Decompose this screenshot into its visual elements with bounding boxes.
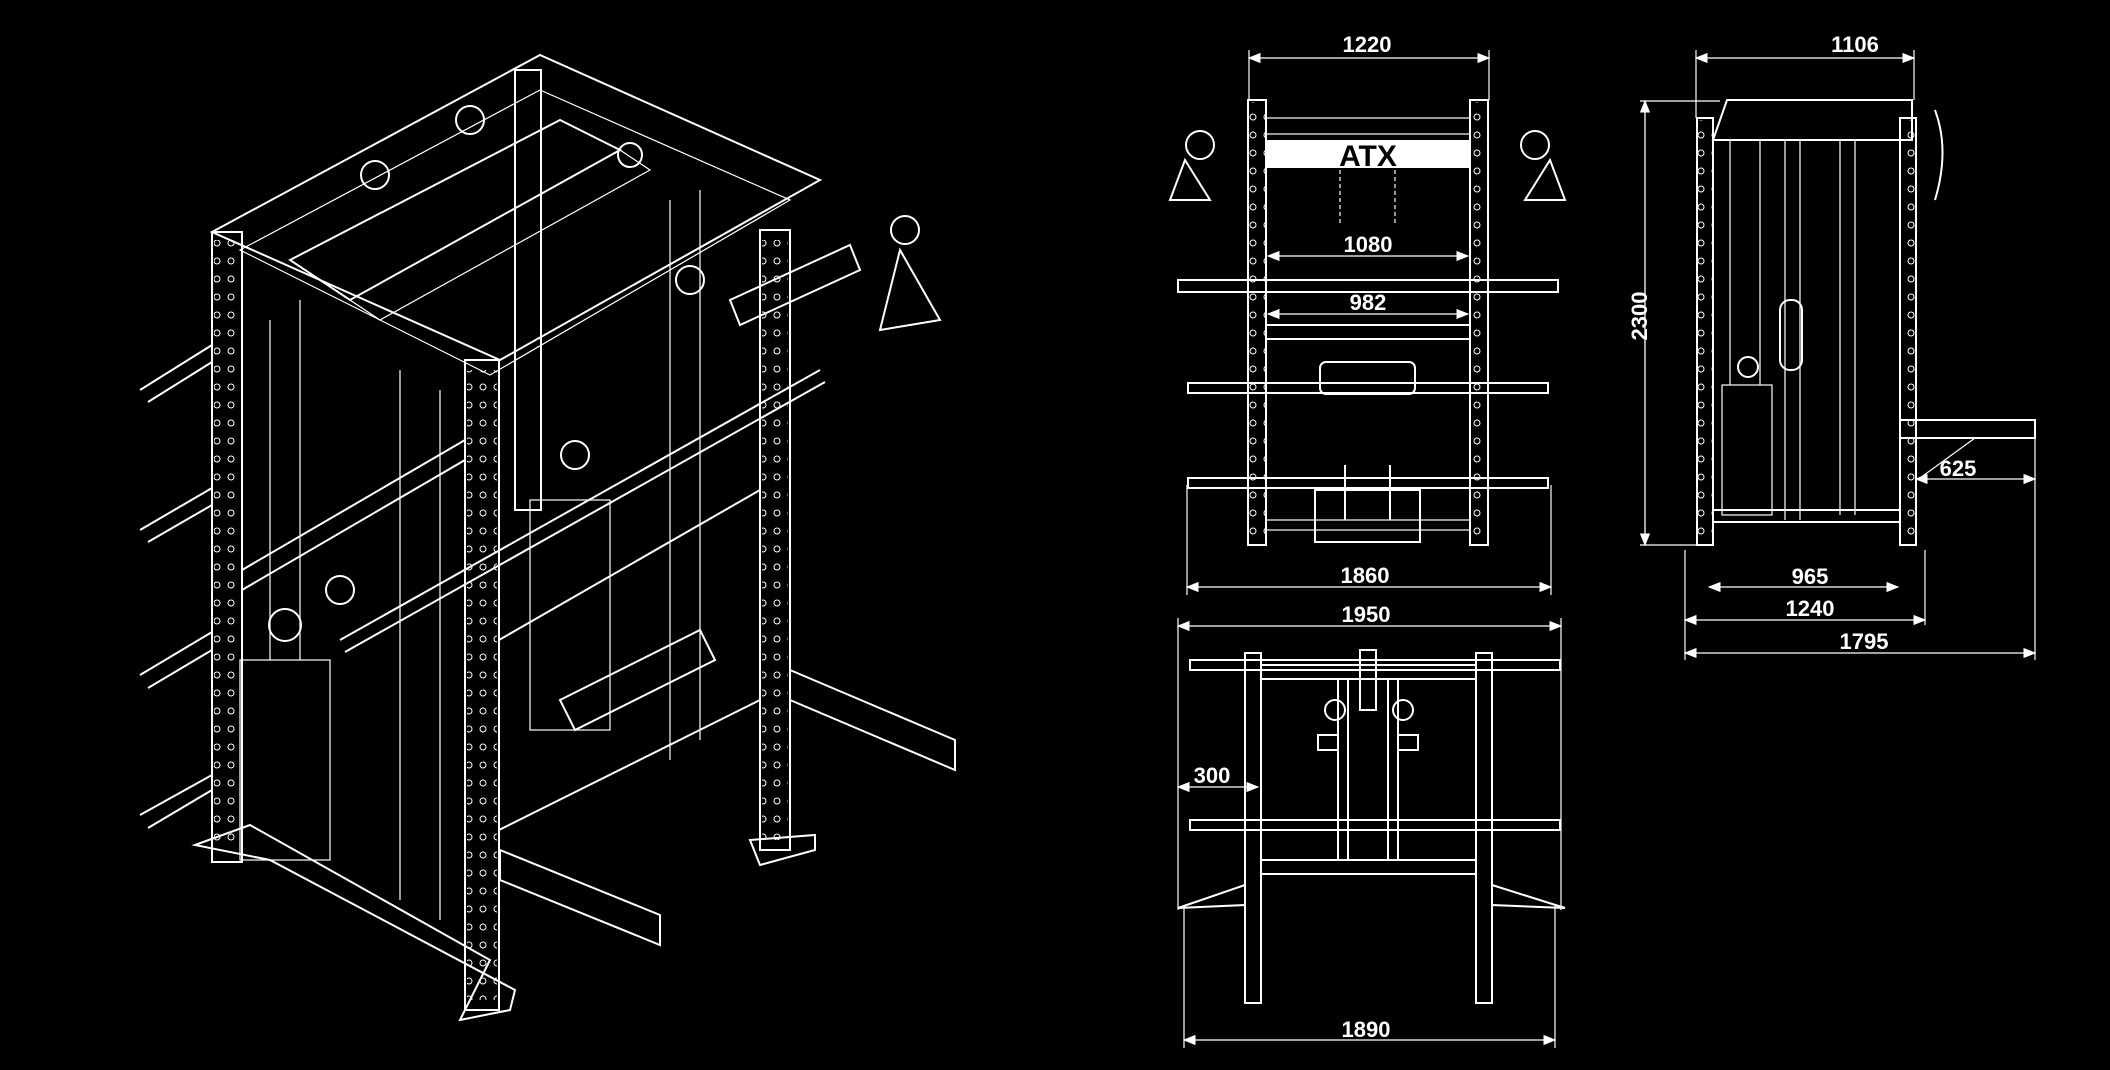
pulleys [268, 105, 920, 642]
side-top-frame [1711, 99, 1913, 141]
safety-arm-right [789, 668, 956, 772]
leg-roller [558, 628, 717, 732]
upright-front-right [464, 359, 500, 1011]
top-upright-left [1244, 652, 1262, 1004]
side-upright-right [1899, 117, 1917, 546]
dim-982: 982 [1350, 290, 1387, 315]
base-foot [748, 833, 816, 867]
cross-beam [241, 439, 466, 571]
front-base-beam [1265, 519, 1471, 531]
dim-300: 300 [1194, 763, 1231, 788]
dimension-labels: 1220 1106 1080 982 2300 625 1860 965 124… [1194, 32, 1977, 1042]
base-beam [498, 699, 761, 831]
upright-holes [1698, 120, 1712, 540]
top-center-post [1359, 649, 1377, 711]
upright-rear-right [759, 229, 791, 851]
side-base-beam [1712, 509, 1901, 523]
top-arm-right [1491, 883, 1566, 909]
atx-logo: ATX [1339, 140, 1397, 173]
front-peg-bar [1187, 382, 1549, 394]
front-upright-right [1469, 99, 1489, 546]
top-arm-left [1177, 883, 1246, 909]
dim-1860: 1860 [1341, 563, 1390, 588]
pulley-right [1520, 130, 1550, 160]
dim-1795: 1795 [1840, 629, 1889, 654]
weight-stack-right [529, 499, 611, 731]
foot-plate [1314, 489, 1421, 543]
front-view: ATX [1168, 99, 1567, 546]
side-dip-arm [1899, 419, 2036, 439]
safety-arm-left [499, 848, 661, 947]
side-pulley [1737, 356, 1759, 378]
side-pulley-block [1779, 299, 1803, 371]
upright-rear-left [514, 69, 542, 511]
top-frame-inner [238, 89, 792, 376]
top-upright-right [1475, 652, 1493, 1004]
dim-1106: 1106 [1831, 32, 1879, 57]
handle-right [1523, 157, 1567, 201]
dim-1890: 1890 [1342, 1017, 1391, 1042]
dip-arm-brace [1919, 437, 1976, 479]
dim-1240: 1240 [1786, 596, 1835, 621]
top-view [1177, 649, 1566, 1004]
weight-stack-left [239, 659, 331, 861]
top-pulley [1392, 699, 1414, 721]
dim-1950: 1950 [1342, 602, 1391, 627]
top-frame [209, 53, 823, 362]
front-cross-beam [1265, 324, 1471, 340]
pulley-left [1185, 130, 1215, 160]
side-upright-left [1696, 117, 1714, 546]
handle [878, 247, 942, 332]
side-view [1696, 99, 2036, 546]
top-beam [288, 118, 623, 302]
dim-1220: 1220 [1343, 32, 1392, 57]
top-bracket [1317, 734, 1339, 751]
front-peg-bar [1187, 477, 1549, 489]
top-bar [1189, 819, 1561, 831]
side-weight-stack [1721, 384, 1773, 516]
upright-holes [1249, 102, 1265, 542]
dim-625: 625 [1940, 456, 1977, 481]
dim-2300: 2300 [1627, 292, 1652, 341]
upright-holes [214, 240, 240, 850]
weight-pegs [139, 344, 213, 829]
dim-965: 965 [1792, 564, 1829, 589]
top-bracket [1397, 734, 1419, 751]
top-pulley [1324, 699, 1346, 721]
front-barbell [1177, 279, 1559, 293]
top-beam [1260, 664, 1477, 680]
top-beam [348, 149, 652, 321]
upright-holes [1471, 102, 1487, 542]
dimension-lines [1176, 50, 2037, 1048]
pulley-arm [728, 243, 862, 327]
atx-logo-plate [1266, 140, 1470, 168]
side-cables [1729, 140, 1856, 520]
handle-left [1168, 157, 1212, 201]
cables [269, 190, 701, 920]
front-upright-left [1247, 99, 1267, 546]
upright-holes [467, 370, 497, 1000]
isometric-view [139, 53, 956, 1022]
smith-bar-edge [344, 381, 826, 653]
upright-holes [762, 240, 788, 840]
front-top-beam [1265, 117, 1471, 135]
cross-beam [498, 489, 761, 641]
dim-1080: 1080 [1344, 232, 1393, 257]
upright-front-left [211, 231, 243, 863]
base-frame [191, 823, 517, 1022]
smith-bar [339, 369, 821, 641]
upright-holes [1901, 120, 1915, 540]
front-roller [1319, 361, 1416, 395]
top-beam [1260, 859, 1477, 875]
cross-beam [241, 459, 466, 591]
side-chain [1934, 109, 1944, 201]
